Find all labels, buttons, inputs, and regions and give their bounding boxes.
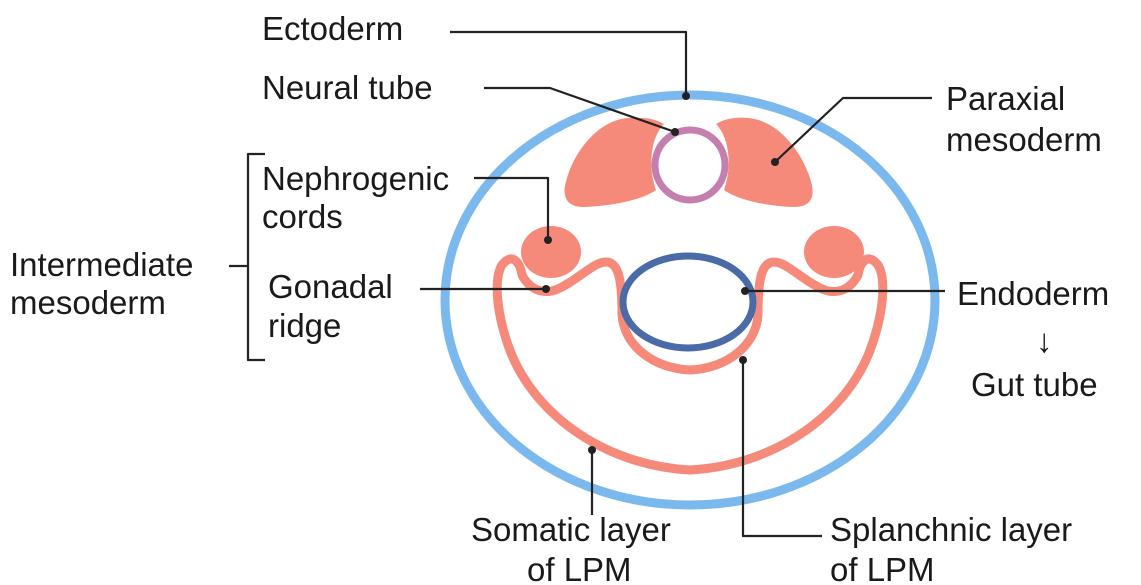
paraxial-mesoderm-right (716, 118, 813, 207)
label-neural-tube: Neural tube (262, 69, 433, 106)
leader-dot-gonadal-ridge (542, 285, 550, 293)
leader-dot-paraxial-mesoderm (771, 158, 779, 166)
gut-tube-arrow: ↓ (1036, 322, 1053, 359)
label-intermediate-line1: Intermediate (10, 246, 193, 283)
leader-dot-nephrogenic-cords (544, 236, 552, 244)
label-paraxial-line1: Paraxial (946, 80, 1065, 117)
leader-dot-somatic-layer (588, 446, 596, 454)
label-splanchnic-line1: Splanchnic layer (830, 511, 1072, 548)
leader-dot-ectoderm (682, 92, 690, 100)
label-nephrogenic-line2: cords (262, 198, 343, 235)
label-paraxial-line2: mesoderm (946, 121, 1102, 158)
endoderm-ring (623, 256, 753, 348)
label-intermediate-line2: mesoderm (10, 284, 166, 321)
paraxial-mesoderm-left (565, 118, 664, 207)
label-splanchnic-line2: of LPM (830, 551, 935, 585)
label-ectoderm: Ectoderm (262, 10, 403, 47)
label-somatic-line2: of LPM (527, 551, 632, 585)
label-endoderm: Endoderm (957, 275, 1109, 312)
label-gut-tube: Gut tube (971, 366, 1098, 403)
leader-dot-endoderm (741, 287, 749, 295)
label-gonadal-line1: Gonadal (268, 268, 393, 305)
leader-ectoderm (450, 32, 686, 96)
label-gonadal-line2: ridge (268, 307, 341, 344)
label-nephrogenic-line1: Nephrogenic (262, 160, 449, 197)
nephrogenic-cord-left (521, 226, 581, 278)
leader-dot-splanchnic-layer (739, 356, 747, 364)
label-somatic-line1: Somatic layer (471, 511, 671, 548)
neural-tube-ring (655, 130, 725, 200)
leader-dot-neural-tube (671, 128, 679, 136)
